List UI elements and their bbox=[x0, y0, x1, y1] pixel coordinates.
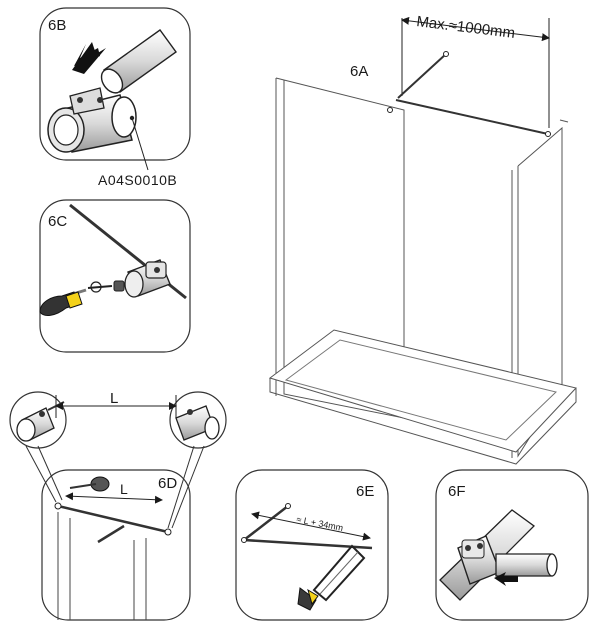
direction-arrow-icon bbox=[494, 572, 518, 586]
measure-inner-label: L bbox=[120, 481, 128, 497]
panel-6b: 6B bbox=[39, 7, 191, 171]
measure-top-label: L bbox=[110, 390, 118, 407]
screw-part bbox=[87, 280, 125, 293]
panel-6f-label: 6F bbox=[448, 483, 466, 500]
connector-fitting bbox=[47, 87, 137, 153]
panel-6c-label: 6C bbox=[48, 213, 67, 230]
connector-fitting bbox=[175, 405, 220, 441]
dimension-max: Max.≈1000mm bbox=[416, 13, 516, 42]
panel-6e-label: 6E bbox=[356, 483, 374, 500]
panel-6c: 6C bbox=[39, 199, 191, 353]
connector-fitting bbox=[124, 259, 171, 298]
hacksaw-icon bbox=[297, 544, 366, 611]
panel-6a-label: 6A bbox=[350, 63, 368, 80]
part-code: A04S0010B bbox=[98, 172, 177, 188]
panel-6f: 6F bbox=[435, 469, 589, 621]
panel-6e: 6E ≈ L + 34mm bbox=[235, 469, 389, 621]
panel-6d-label: 6D bbox=[158, 475, 177, 492]
tape-measure-icon bbox=[69, 476, 110, 492]
screwdriver-icon bbox=[39, 288, 87, 316]
direction-arrow-icon bbox=[72, 42, 106, 74]
tube bbox=[100, 29, 177, 94]
panel-6b-label: 6B bbox=[48, 17, 66, 34]
panel-6d: L L 6D bbox=[9, 390, 227, 621]
panel-6a: 6A Max.≈1000mm bbox=[268, 13, 577, 465]
